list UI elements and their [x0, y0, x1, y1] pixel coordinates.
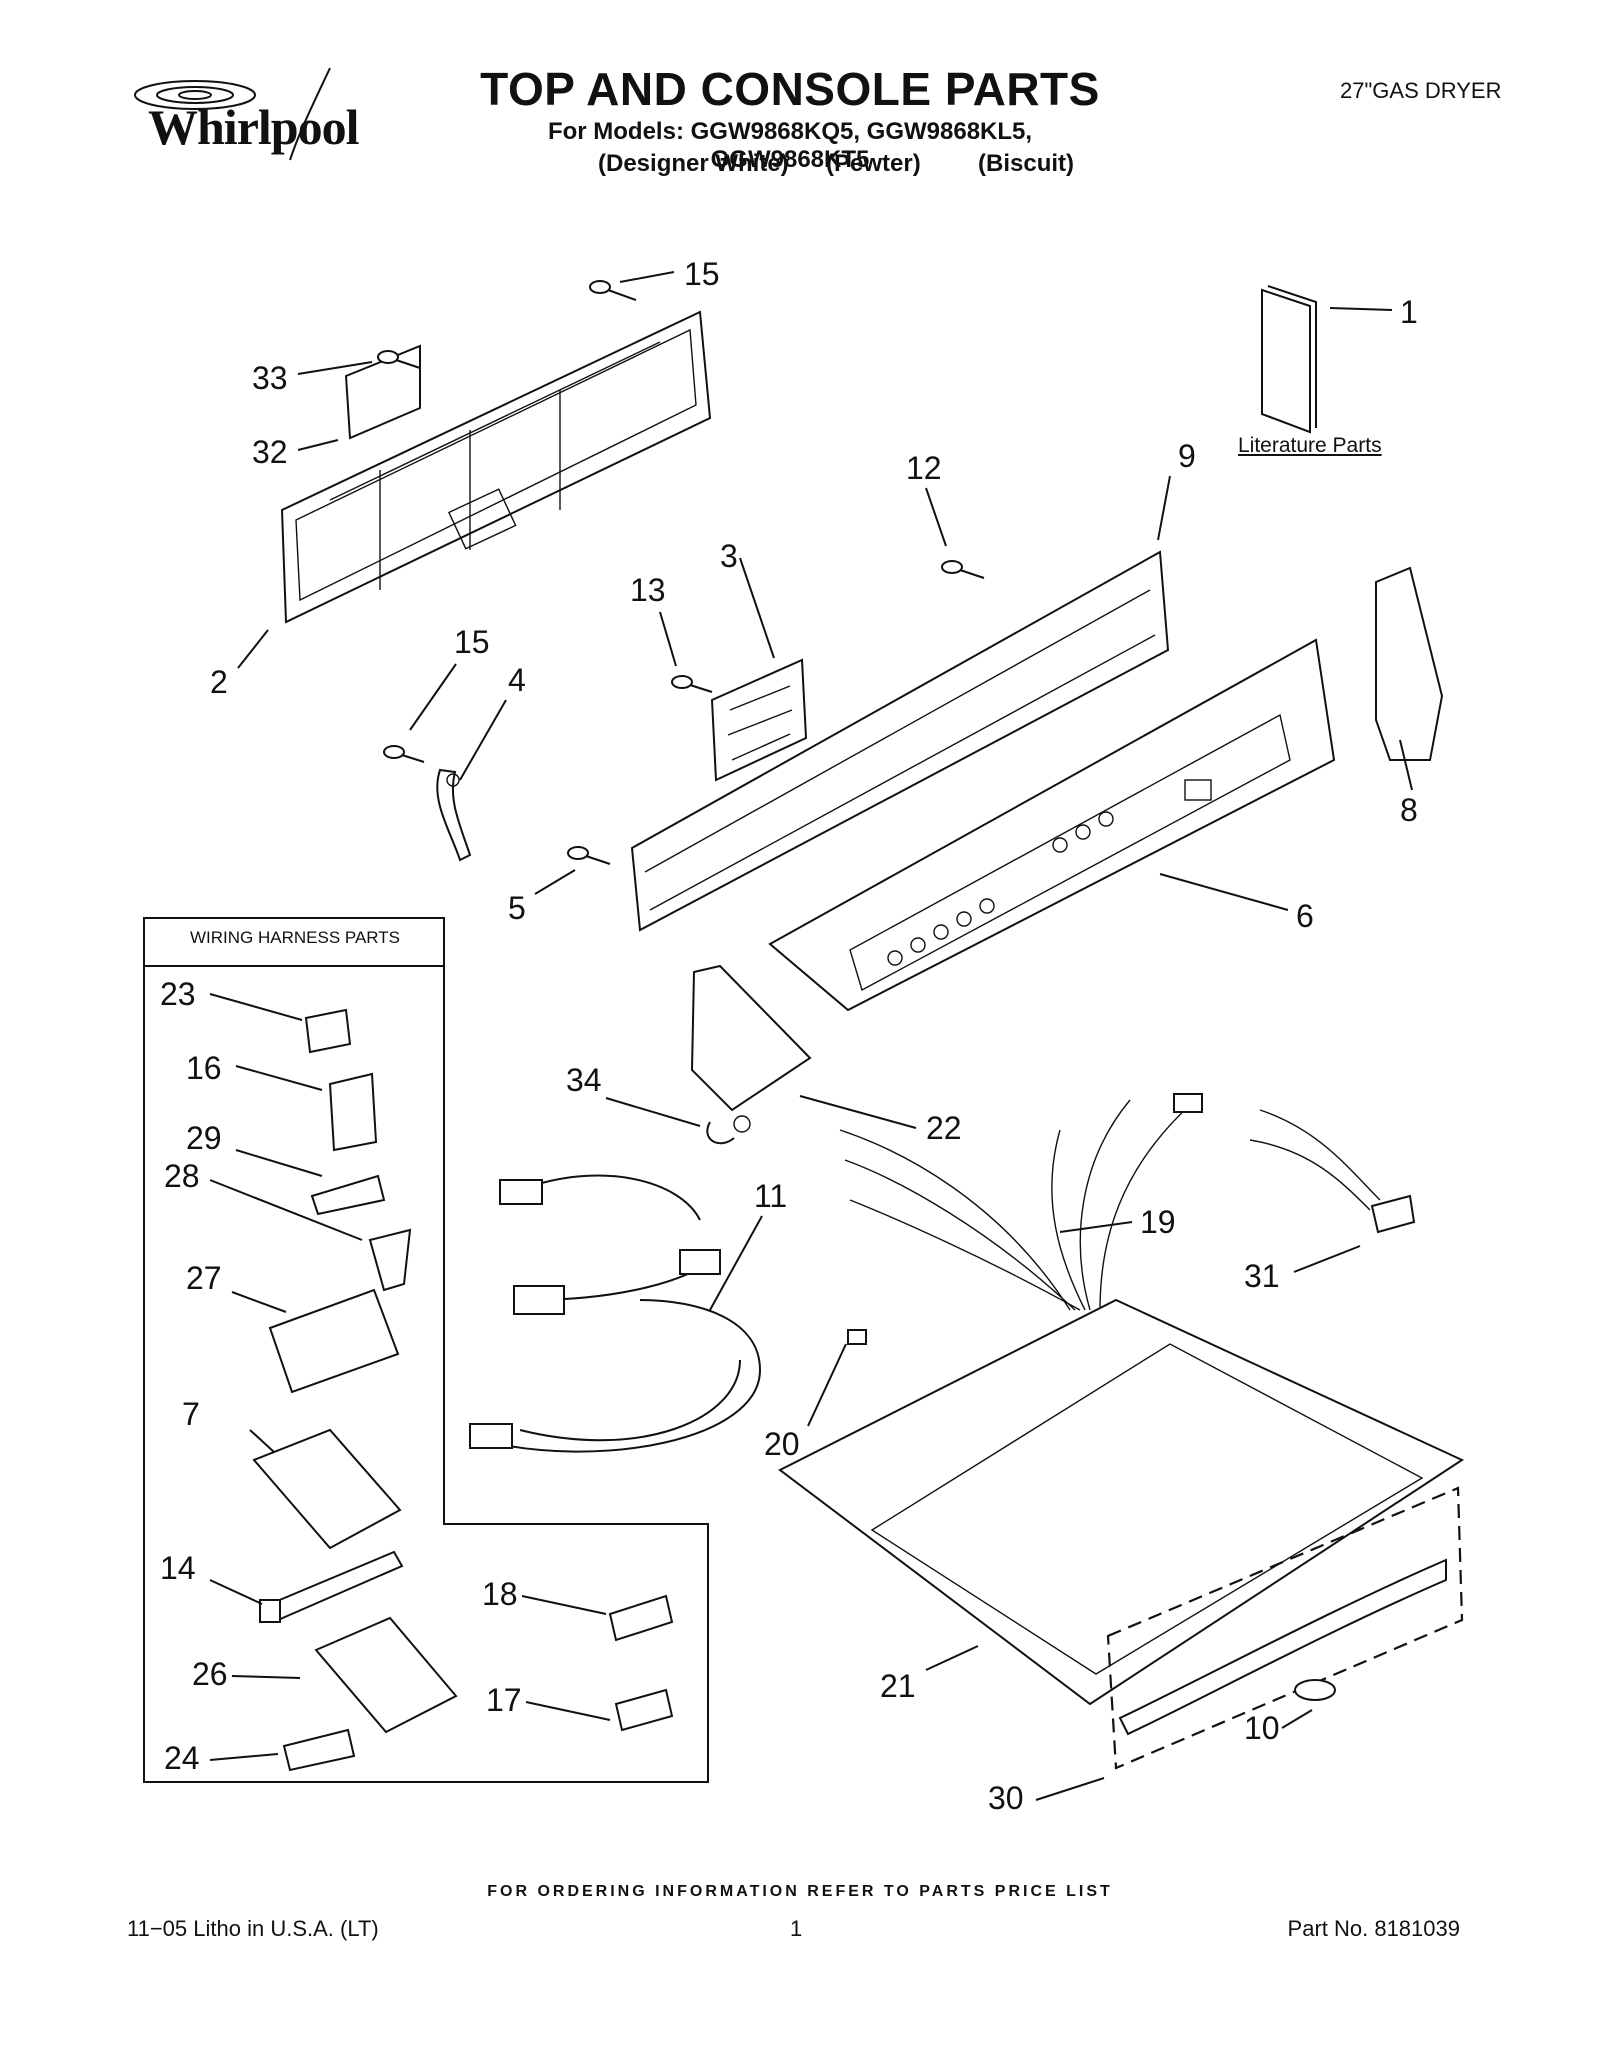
clip-20 — [847, 1329, 867, 1345]
end-cap-right — [1375, 566, 1444, 761]
screw-12 — [941, 560, 985, 579]
callout-24: 24 — [164, 1740, 200, 1776]
callout-13: 13 — [630, 572, 666, 608]
clip-34 — [706, 1121, 735, 1145]
callout-20: 20 — [764, 1426, 800, 1462]
callout-16: 16 — [186, 1050, 222, 1086]
models-line: For Models: GGW9868KQ5, GGW9868KL5, GGW9… — [547, 118, 1033, 173]
end-cap-left — [690, 964, 812, 1133]
wiring-harness-19 — [839, 1093, 1203, 1311]
callout-10: 10 — [1244, 1710, 1280, 1746]
callout-3: 3 — [720, 538, 738, 574]
literature-booklet — [1261, 285, 1317, 434]
callout-4: 4 — [508, 662, 526, 698]
ordering-note: FOR ORDERING INFORMATION REFER TO PARTS … — [487, 1883, 1113, 1900]
literature-parts-label: Literature Parts — [1238, 434, 1382, 457]
color-biscuit: (Biscuit) — [978, 150, 1074, 177]
callout-14: 14 — [160, 1550, 196, 1586]
wiring-harness-11 — [469, 1174, 762, 1453]
callout-2: 2 — [210, 664, 228, 700]
callout-26: 26 — [192, 1656, 228, 1692]
wiring-harness-box — [143, 917, 709, 1783]
console-frame — [630, 550, 1170, 932]
connector-18 — [608, 1594, 674, 1642]
callout-27: 27 — [186, 1260, 222, 1296]
color-pewter: (Pewter) — [826, 150, 921, 177]
callout-28: 28 — [164, 1158, 200, 1194]
top-cover — [778, 1298, 1465, 1706]
screw-5 — [567, 846, 611, 865]
connector-23 — [304, 1008, 352, 1054]
callout-32: 32 — [252, 434, 288, 470]
callout-31: 31 — [1244, 1258, 1280, 1294]
connector-27 — [268, 1288, 400, 1394]
callout-7: 7 — [182, 1396, 200, 1432]
callout-11: 11 — [754, 1178, 788, 1214]
cable-tie-14 — [259, 1550, 404, 1623]
screw-15-top — [589, 280, 637, 301]
callout-17: 17 — [486, 1682, 522, 1718]
terminal-29 — [310, 1174, 386, 1216]
clip-28 — [368, 1228, 412, 1292]
page-title: TOP AND CONSOLE PARTS — [480, 63, 1100, 115]
callout-29: 29 — [186, 1120, 222, 1156]
callout-18: 18 — [482, 1576, 518, 1612]
callout-19: 19 — [1140, 1204, 1176, 1240]
callout-22: 22 — [926, 1110, 962, 1146]
callout-33: 33 — [252, 360, 288, 396]
console-control-panel — [768, 638, 1336, 1012]
screw-33 — [377, 350, 421, 369]
callout-6: 6 — [1296, 898, 1314, 934]
screw-13 — [671, 675, 713, 693]
wiring-harness-31 — [1249, 1109, 1416, 1234]
connector-16 — [328, 1072, 378, 1152]
callout-15-top: 15 — [684, 256, 720, 292]
brand-wordmark: Whirlpool — [148, 99, 359, 155]
callout-5: 5 — [508, 890, 526, 926]
wiring-harness-parts-label: WIRING HARNESS PARTS — [189, 928, 400, 947]
callout-8: 8 — [1400, 792, 1418, 828]
litho-info: 11−05 Litho in U.S.A. (LT) — [127, 1916, 379, 1941]
connector-26 — [314, 1616, 458, 1734]
product-type: 27"GAS DRYER — [1340, 78, 1502, 103]
screw-15-side — [383, 745, 425, 763]
callout-15-side: 15 — [454, 624, 490, 660]
connector-24 — [282, 1728, 356, 1772]
control-board — [710, 658, 808, 782]
brand-swirl-icon — [134, 67, 331, 161]
console-back-panel — [280, 310, 712, 624]
callout-12: 12 — [906, 450, 942, 486]
bracket-4 — [436, 768, 472, 862]
page-number: 1 — [790, 1916, 803, 1941]
callout-1: 1 — [1400, 294, 1418, 330]
callout-30: 30 — [988, 1780, 1024, 1816]
front-trim-assembly — [1106, 1486, 1464, 1770]
part-number: Part No. 8181039 — [1287, 1916, 1460, 1941]
callout-34: 34 — [566, 1062, 602, 1098]
connector-17 — [614, 1688, 674, 1732]
callout-9: 9 — [1178, 438, 1196, 474]
leader-lines — [209, 271, 1413, 1801]
connector-7 — [252, 1428, 402, 1550]
color-designer-white: (Designer White) — [598, 150, 789, 177]
callout-21: 21 — [880, 1668, 916, 1704]
callout-23: 23 — [160, 976, 196, 1012]
